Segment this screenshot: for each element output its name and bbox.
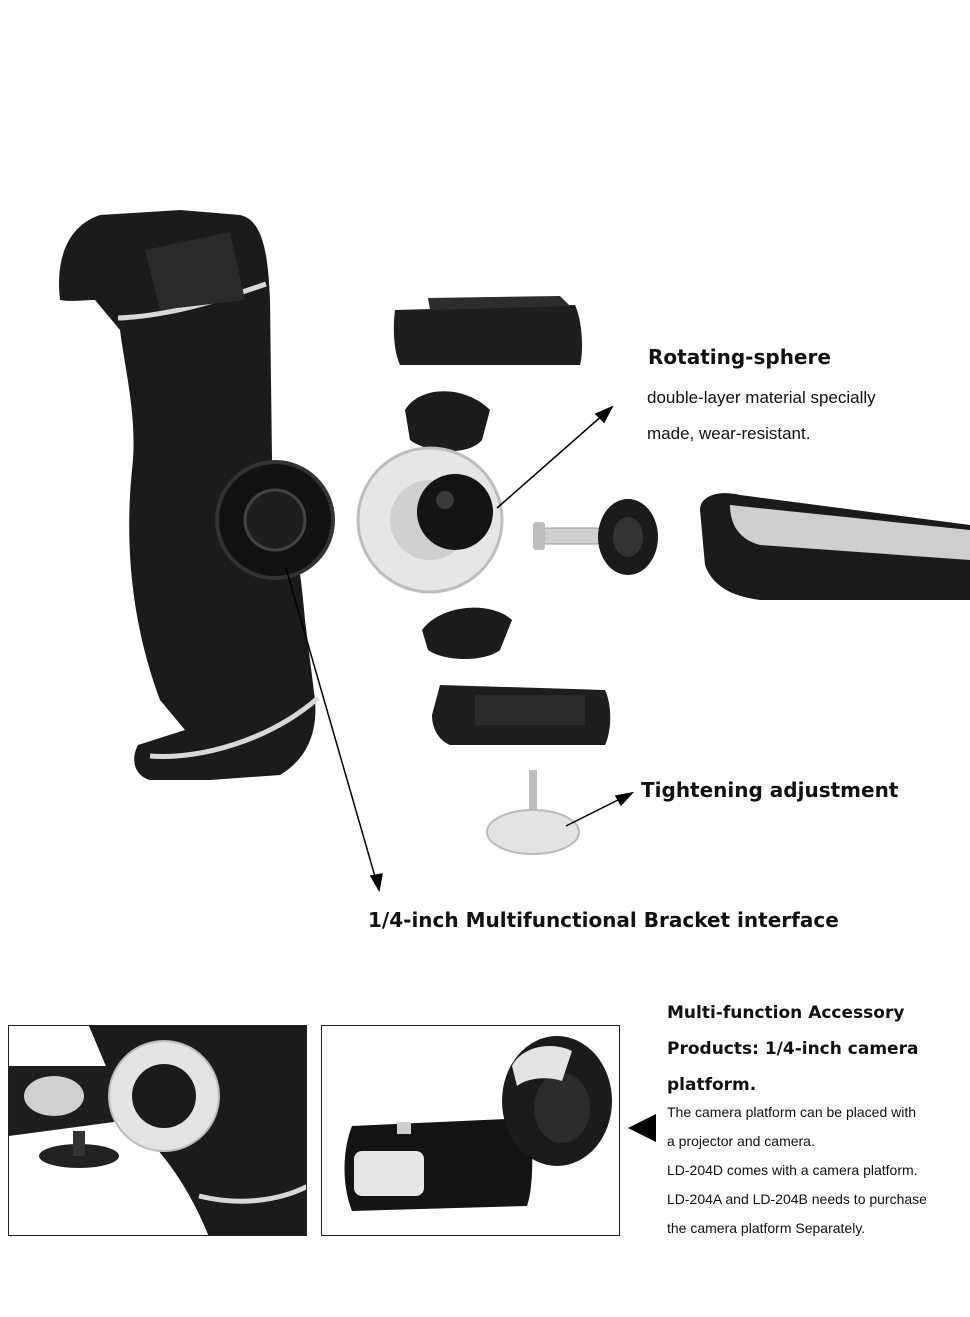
ball-joint (356, 446, 504, 594)
bracket-interface-label: 1/4-inch Multifunctional Bracket interfa… (368, 908, 839, 932)
rotating-sphere-desc-line1: double-layer material specially (647, 388, 876, 407)
pointer-triangle-icon (628, 1114, 656, 1142)
accessory-desc-line: a projector and camera. (667, 1133, 815, 1149)
leader-arrows (285, 405, 635, 893)
mount-closeup-photo (8, 1025, 307, 1236)
camera-platform-photo (321, 1025, 620, 1236)
accessory-description: The camera platform can be placed with a… (667, 1098, 967, 1243)
rotating-sphere-title: Rotating-sphere (648, 345, 831, 369)
bottom-clamp-shell (432, 685, 611, 745)
exploded-view-illustration (59, 210, 970, 893)
mount-arm (700, 493, 970, 600)
rotating-sphere-desc-line2: made, wear-resistant. (647, 424, 811, 443)
accessory-title-line1: Multi-function Accessory (667, 1003, 905, 1023)
tightening-knob (486, 770, 580, 855)
accessory-desc-line: LD-204A and LD-204B needs to purchase (667, 1191, 927, 1207)
accessory-desc-line: LD-204D comes with a camera platform. (667, 1162, 918, 1178)
accessory-desc-line: The camera platform can be placed with (667, 1104, 917, 1120)
accessory-title-line3: platform. (667, 1075, 757, 1095)
arm-nut (598, 499, 658, 575)
upper-socket-cup (405, 391, 490, 452)
screw (533, 522, 601, 550)
phone-clamp (59, 210, 335, 780)
mount-closeup-illustration (9, 1026, 306, 1235)
top-clamp-shell (393, 296, 583, 365)
lower-socket-cup (422, 607, 512, 659)
tightening-adjustment-label: Tightening adjustment (641, 778, 899, 802)
camera-platform-illustration (344, 1036, 612, 1211)
accessory-title-line2: Products: 1/4-inch camera (667, 1039, 919, 1059)
accessory-desc-line: the camera platform Separately. (667, 1220, 866, 1236)
